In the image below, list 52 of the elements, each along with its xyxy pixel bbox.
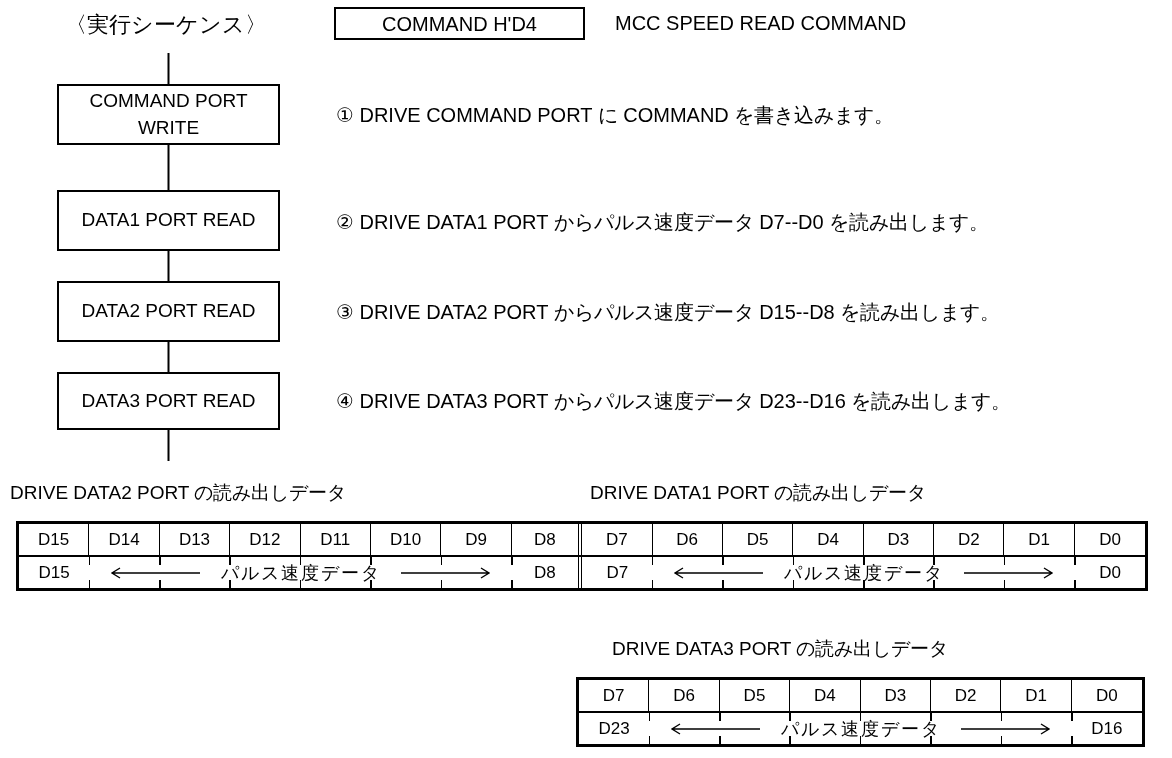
bit-header: D3 [863,524,935,555]
bit-header: D2 [930,680,1002,711]
connector-line [167,341,170,373]
command-box: COMMAND H'D4 [334,7,585,40]
bit-header: D11 [300,524,371,555]
bit-header: D15 [19,524,90,555]
table-heading: DRIVE DATA1 PORT の読み出しデータ [590,481,927,505]
bit-header: D14 [89,524,160,555]
bit-header: D1 [1004,524,1075,555]
field-label: パルス速度データ [780,717,941,741]
process-box: DATA3 PORT READ [57,372,280,430]
bit-label: D16 [1090,717,1124,740]
bit-header: D7 [582,524,653,555]
bit-label: D0 [1098,561,1122,584]
step-description: ③ DRIVE DATA2 PORT からパルス速度データ D15--D8 を読み出します。 [336,300,1001,325]
bit-header: D0 [1098,528,1122,551]
process-box: DATA1 PORT READ [57,190,280,251]
table-heading: DRIVE DATA2 PORT の読み出しデータ [10,481,347,505]
bit-header: D4 [790,680,861,711]
bit-label: D8 [511,557,583,588]
bit-header: D8 [511,524,583,555]
bit-label: D23 [597,717,631,740]
bit-header: D5 [719,680,791,711]
process-box: DATA2 PORT READ [57,281,280,342]
bit-header: D4 [793,524,864,555]
bit-header: D2 [934,524,1005,555]
bit-label: D7 [605,561,630,584]
process-box: COMMAND PORT WRITE [57,84,280,145]
bit-header: D12 [230,524,301,555]
table-heading: DRIVE DATA3 PORT の読み出しデータ [612,637,949,661]
section-heading: 〈実行シーケンス〉 [65,11,267,39]
bit-header: D1 [1001,680,1072,711]
bit-header: D13 [159,524,231,555]
step-description: ④ DRIVE DATA3 PORT からパルス速度データ D23--D16 を読み出します。 [336,389,1012,414]
bit-header: D0 [1095,684,1119,707]
step-description: ② DRIVE DATA1 PORT からパルス速度データ D7--D0 を読み出します。 [336,210,990,235]
bit-header: D3 [860,680,931,711]
connector-line [167,144,170,191]
connector-line [167,250,170,282]
bit-header: D7 [579,680,650,711]
field-label: パルス速度データ [783,561,944,585]
bit-label: D15 [37,561,71,584]
bit-header: D9 [441,524,512,555]
bit-header: D5 [722,524,794,555]
bit-header: D6 [649,680,720,711]
connector-line [167,429,170,462]
bit-header: D6 [652,524,723,555]
bit-header: D10 [370,524,442,555]
connector-line [167,52,170,85]
field-label: パルス速度データ [220,561,381,585]
command-name: MCC SPEED READ COMMAND [615,12,907,35]
step-description: ① DRIVE COMMAND PORT に COMMAND を書き込みます。 [336,103,895,128]
